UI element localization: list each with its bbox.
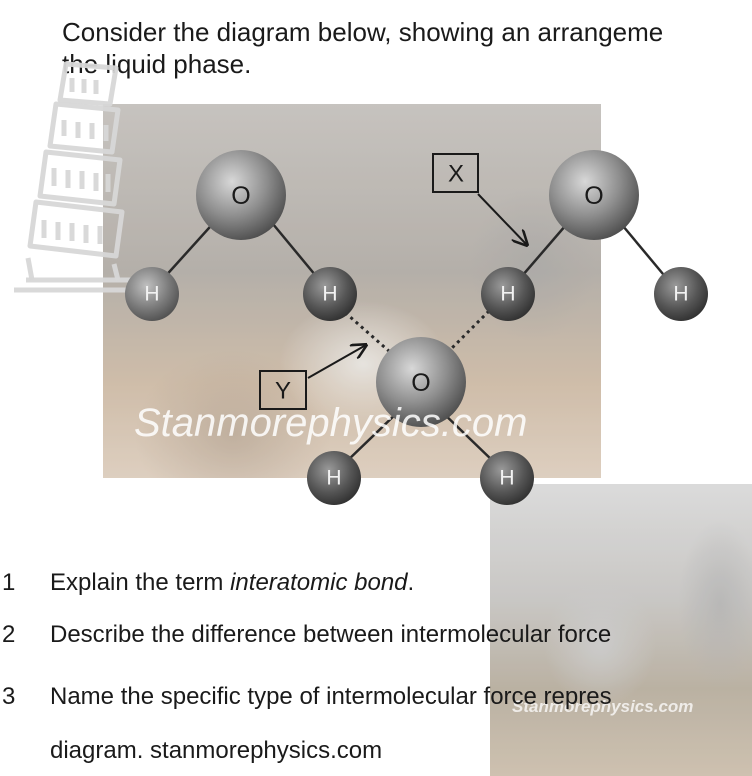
hydrogen-bond-right — [448, 304, 496, 352]
question-number: 3 — [2, 683, 16, 710]
hydrogen-label-4: H — [673, 283, 688, 306]
label-x-callout: X — [432, 153, 527, 245]
hydrogen-bonds — [339, 304, 496, 354]
oxygen-atom-1 — [196, 150, 286, 240]
covalent-bonds — [161, 217, 669, 463]
hydrogen-label-1: H — [144, 283, 159, 306]
oxygen-atom-3 — [376, 337, 466, 427]
watermark-small: Stanmorephysics.com — [512, 697, 693, 716]
label-y-callout: Y — [259, 345, 366, 410]
oxygen-label-1: O — [231, 182, 250, 210]
hydrogen-atom-4 — [654, 267, 708, 321]
molecule-right: O H H — [481, 150, 708, 321]
label-y: Y — [275, 378, 291, 405]
hydrogen-label-5: H — [326, 467, 341, 490]
oxygen-atom-2 — [549, 150, 639, 240]
question-text: Describe the difference between intermol… — [50, 621, 612, 648]
question-term: interatomic bond — [230, 569, 408, 596]
bond-o3-h6 — [439, 409, 495, 463]
hydrogen-label-3: H — [500, 283, 515, 306]
intro-text: Consider the diagram below, showing an a… — [62, 16, 663, 80]
question-text-prefix: Explain the term — [50, 569, 231, 596]
question-text: Explain the term interatomic bond. — [50, 568, 414, 598]
label-y-arrow — [307, 345, 366, 379]
question-text: diagram. stanmorephysics.com — [50, 737, 383, 764]
question-number: 1 — [2, 569, 16, 596]
question-number: 2 — [2, 621, 16, 648]
question-text: Name the specific type of intermolecular… — [50, 683, 612, 710]
molecule-bottom: O H H — [307, 337, 534, 505]
hydrogen-atom-6 — [480, 451, 534, 505]
hydrogen-atom-1 — [125, 267, 179, 321]
bond-o3-h5 — [345, 409, 401, 463]
hydrogen-atom-5 — [307, 451, 361, 505]
hydrogen-label-2: H — [322, 283, 337, 306]
oxygen-label-2: O — [584, 182, 603, 210]
background-photo-side — [490, 484, 752, 776]
label-x-box — [432, 153, 479, 193]
leaning-tower-logo — [14, 61, 146, 293]
oxygen-label-3: O — [411, 369, 430, 397]
label-y-box — [259, 370, 307, 410]
label-x-arrow — [477, 193, 527, 245]
watermark-main: Stanmorephysics.com — [134, 401, 527, 445]
hydrogen-label-6: H — [499, 467, 514, 490]
hydrogen-atom-2 — [303, 267, 357, 321]
bond-o2-h4 — [617, 219, 669, 281]
bond-o1-h1 — [161, 217, 219, 281]
question-text-suffix: . — [407, 569, 415, 596]
intro-line-1: Consider the diagram below, showing an a… — [62, 17, 664, 47]
hydrogen-atom-3 — [481, 267, 535, 321]
bond-o1-h2 — [267, 217, 317, 277]
label-x: X — [448, 161, 464, 188]
molecule-left: O H H — [125, 150, 357, 321]
